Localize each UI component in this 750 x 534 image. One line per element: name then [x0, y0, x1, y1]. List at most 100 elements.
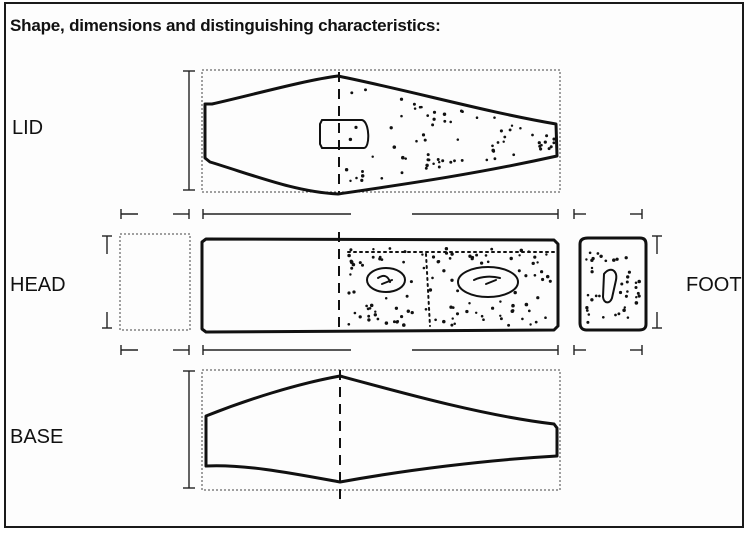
texture-dot	[518, 254, 521, 257]
texture-dot	[527, 309, 531, 313]
texture-dot	[459, 109, 463, 113]
texture-dot	[415, 139, 418, 143]
lid-handle-mark	[319, 119, 370, 149]
texture-dot	[491, 148, 495, 153]
texture-dot	[552, 141, 556, 145]
texture-dot	[499, 317, 503, 321]
base-outline	[204, 374, 559, 484]
texture-dot	[351, 262, 356, 267]
texture-dot	[460, 158, 464, 162]
texture-dot	[449, 120, 452, 124]
texture-dot	[503, 135, 507, 139]
texture-dot	[428, 288, 433, 292]
texture-dot	[491, 144, 494, 148]
texture-dot	[529, 323, 532, 326]
lid-label: LID	[12, 117, 44, 139]
lid-bounding-box	[201, 69, 561, 193]
brick-diagram	[102, 69, 662, 504]
texture-dot	[400, 315, 404, 319]
texture-dot	[479, 261, 484, 265]
texture-dot	[384, 321, 389, 325]
texture-dot	[585, 258, 588, 261]
texture-dot	[347, 253, 351, 258]
texture-dot	[409, 280, 413, 284]
texture-dot	[531, 133, 534, 137]
texture-dot	[436, 260, 440, 264]
texture-dot	[524, 274, 528, 278]
head-height-dimension	[102, 235, 112, 329]
texture-dot	[618, 290, 623, 295]
texture-dot	[443, 119, 447, 123]
texture-dot	[392, 320, 396, 324]
texture-dot	[533, 273, 537, 277]
lid-height-dimension	[183, 70, 195, 191]
texture-dot	[355, 176, 358, 180]
texture-dot	[441, 159, 445, 163]
texture-dot	[507, 323, 511, 327]
texture-dot	[380, 176, 384, 180]
texture-dot	[510, 124, 514, 127]
texture-dot	[508, 128, 512, 132]
texture-dot	[451, 306, 455, 309]
texture-dot	[637, 279, 641, 284]
texture-dot	[437, 160, 441, 164]
texture-dot	[392, 145, 397, 149]
texture-dot	[465, 309, 469, 314]
texture-dot	[350, 266, 354, 270]
texture-dot	[450, 323, 454, 327]
texture-dot	[620, 282, 624, 286]
texture-dot	[378, 255, 382, 259]
texture-dot	[468, 301, 471, 305]
texture-dot	[344, 167, 349, 172]
texture-dot	[599, 254, 603, 259]
texture-dot	[396, 320, 400, 323]
texture-dot	[399, 97, 404, 101]
texture-dot	[625, 280, 629, 284]
texture-dot	[348, 137, 353, 142]
texture-dot	[468, 254, 472, 258]
texture-dot	[590, 266, 594, 270]
texture-dot	[493, 116, 496, 119]
texture-dot	[538, 144, 542, 148]
texture-dot	[511, 303, 515, 308]
texture-dot	[388, 247, 392, 250]
texture-dot	[453, 159, 456, 163]
texture-dot	[347, 291, 351, 295]
texture-dot	[354, 125, 358, 129]
texture-dot	[422, 266, 426, 270]
texture-dot	[421, 133, 426, 137]
page-title: Shape, dimensions and distinguishing cha…	[10, 16, 441, 35]
texture-dot	[626, 275, 630, 279]
base-view	[183, 369, 561, 504]
texture-dot	[361, 170, 364, 173]
texture-dot	[490, 306, 495, 310]
lid-outline	[203, 74, 559, 196]
head-width-dimension-bottom	[120, 345, 643, 355]
texture-dot	[604, 259, 608, 263]
texture-dot	[499, 129, 503, 133]
texture-dot	[612, 258, 616, 262]
texture-dot	[588, 251, 592, 255]
texture-dot	[406, 309, 410, 313]
texture-dot	[349, 273, 352, 276]
texture-dot	[425, 163, 429, 168]
texture-dot	[426, 158, 430, 162]
texture-dot	[442, 319, 446, 324]
head-view	[102, 232, 560, 334]
texture-dot	[358, 315, 362, 319]
texture-dot	[403, 250, 407, 254]
texture-dot	[371, 255, 375, 259]
texture-dot	[587, 313, 591, 316]
texture-dot	[545, 253, 548, 256]
texture-dot	[432, 110, 437, 114]
texture-dot	[486, 260, 490, 264]
texture-dot	[502, 140, 505, 143]
texture-dot	[545, 134, 549, 138]
texture-dot	[401, 155, 405, 160]
texture-dot	[590, 270, 594, 274]
head-hole-left-mark	[377, 274, 393, 285]
texture-dot	[374, 310, 377, 313]
texture-dot	[372, 247, 375, 251]
texture-dot	[545, 274, 550, 279]
texture-dot	[531, 261, 535, 266]
